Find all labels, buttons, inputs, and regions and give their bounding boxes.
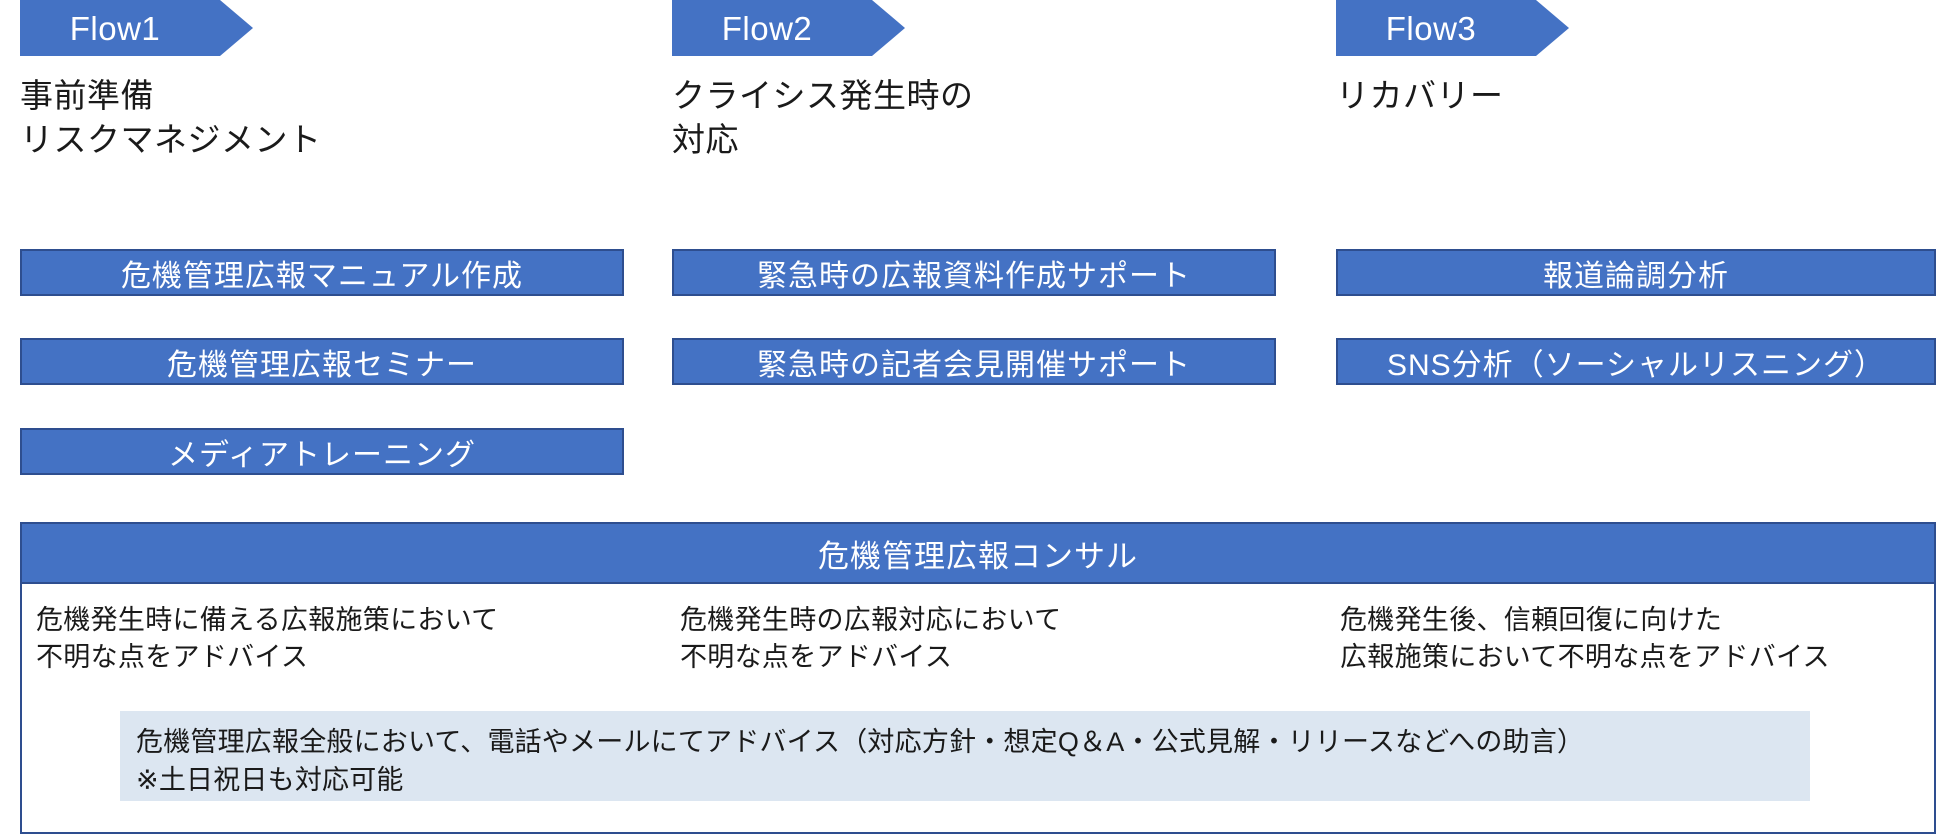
flow-subtitle-2: クライシス発生時の 対応: [672, 77, 974, 158]
service-bar-flow1-1[interactable]: 危機管理広報マニュアル作成: [20, 249, 624, 296]
consulting-descriptions: 危機発生時に備える広報施策において 不明な点をアドバイス 危機発生時の広報対応に…: [22, 584, 1934, 680]
flow-banner-1: Flow1: [20, 0, 253, 56]
flow-banner-label-1: Flow1: [69, 9, 161, 47]
service-bar-flow3-2[interactable]: SNS分析（ソーシャルリスニング）: [1336, 338, 1936, 385]
consulting-note-text: 危機管理広報全般において、電話やメールにてアドバイス（対応方針・想定Q＆A・公式…: [136, 727, 1585, 796]
flow-subtitle-1: 事前準備 リスクマネジメント: [20, 77, 322, 158]
flow-column-3: Flow3 リカバリー: [1336, 0, 1950, 118]
consulting-description-2: 危機発生時の広報対応において 不明な点をアドバイス: [680, 605, 1062, 673]
flow-banner-label-2: Flow2: [721, 9, 813, 47]
flow-column-2: Flow2 クライシス発生時の 対応: [672, 0, 1292, 161]
consulting-panel-header: 危機管理広報コンサル: [22, 524, 1934, 584]
flow-column-1: Flow1 事前準備 リスクマネジメント: [20, 0, 640, 161]
service-bar-flow1-2[interactable]: 危機管理広報セミナー: [20, 338, 624, 385]
consulting-panel-body: 危機発生時に備える広報施策において 不明な点をアドバイス 危機発生時の広報対応に…: [22, 584, 1934, 834]
service-bar-flow2-1[interactable]: 緊急時の広報資料作成サポート: [672, 249, 1276, 296]
consulting-description-3: 危機発生後、信頼回復に向けた 広報施策において不明な点をアドバイス: [1340, 605, 1830, 673]
flow-banner-3: Flow3: [1336, 0, 1569, 56]
flow-banner-label-3: Flow3: [1385, 9, 1477, 47]
flow-subtitle-3: リカバリー: [1336, 77, 1504, 114]
service-bar-flow2-2[interactable]: 緊急時の記者会見開催サポート: [672, 338, 1276, 385]
flow-banner-2: Flow2: [672, 0, 905, 56]
consulting-description-1: 危機発生時に備える広報施策において 不明な点をアドバイス: [36, 605, 499, 673]
service-bar-flow3-1[interactable]: 報道論調分析: [1336, 249, 1936, 296]
consulting-panel: 危機管理広報コンサル 危機発生時に備える広報施策において 不明な点をアドバイス …: [20, 522, 1936, 834]
consulting-note-box: 危機管理広報全般において、電話やメールにてアドバイス（対応方針・想定Q＆A・公式…: [120, 711, 1810, 801]
service-bar-flow1-3[interactable]: メディアトレーニング: [20, 428, 624, 475]
